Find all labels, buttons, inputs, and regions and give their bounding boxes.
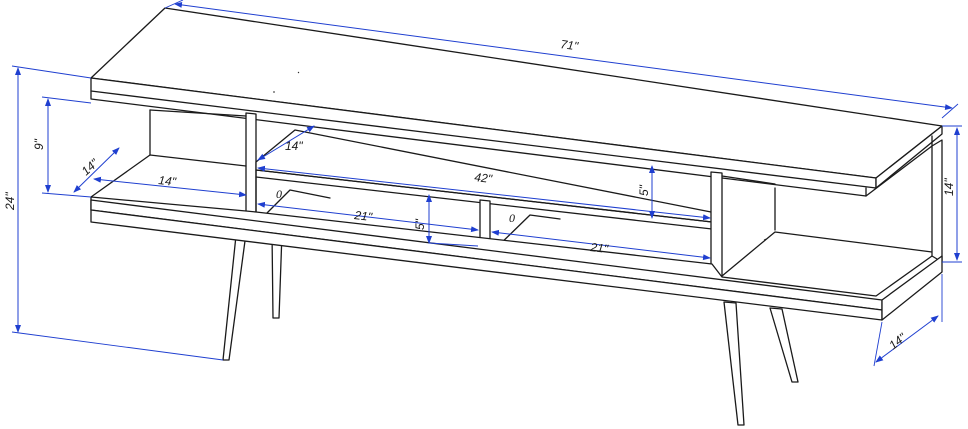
dim-left-bay-line: [93, 176, 247, 198]
handle-right: 0: [509, 211, 515, 225]
right-bay-floor: [721, 231, 933, 277]
dim-center-bay-line: [257, 165, 711, 221]
handle-left: 0: [276, 187, 282, 201]
dim-height-ext-bottom: [11, 331, 224, 361]
dim-drawer-gap-ext: [428, 242, 479, 247]
left-divider: [245, 112, 257, 223]
dim-right-depth-line: [875, 315, 939, 363]
dim-gap-label: 9": [32, 138, 46, 150]
dim-width-ext-right: [941, 103, 959, 119]
dim-side-depth-label: 14": [79, 156, 102, 179]
left-bay-inner-side: [149, 109, 247, 117]
top-right-edge: [875, 125, 943, 189]
dim-side-depth-line: [73, 147, 120, 193]
dim-inner-depth-line: [257, 125, 315, 161]
leg-front-left: [222, 225, 248, 361]
dim-height-label: 24": [3, 192, 17, 211]
dim-width-line: [174, 1, 953, 111]
dim-width-ext-left: [164, 0, 184, 9]
dim-height-ext-top: [11, 65, 92, 79]
right-side-panel: [931, 139, 943, 269]
dim-right-depth-ext-a: [873, 321, 883, 367]
dim-right-drawer-label: 21": [589, 240, 610, 256]
dim-left-bay-label: 14": [158, 173, 178, 189]
dim-right-depth-label: 14": [886, 330, 909, 352]
leg-back-right: [769, 307, 799, 383]
dim-gap-ext-top: [41, 96, 92, 104]
dim-left-drawer-label: 21": [353, 208, 374, 224]
bottom-right-edge: [881, 255, 943, 321]
dim-right-height-label: 14": [942, 178, 956, 196]
furniture-drawing: 0 0: [90, 7, 943, 426]
right-divider: [710, 171, 723, 277]
dim-left-drawer-line: [257, 201, 479, 233]
dim-gap-ext-bottom: [41, 192, 92, 198]
right-bay-detail: [763, 238, 767, 241]
dim-center-bay-label: 42": [474, 170, 494, 186]
dim-inner-depth-label: 14": [285, 139, 303, 153]
dim-width-label: 71": [560, 37, 580, 53]
leg-front-right: [723, 301, 745, 426]
dim-middle-gap-label: 5": [637, 184, 651, 196]
dim-right-drawer-line: [491, 229, 711, 261]
top-underside-lip: [90, 90, 867, 197]
right-bay-back: [721, 175, 776, 185]
dimension-annotations: 71" 24" 9" 14" 14" 14" 42" 5" 5" 21": [3, 0, 962, 367]
